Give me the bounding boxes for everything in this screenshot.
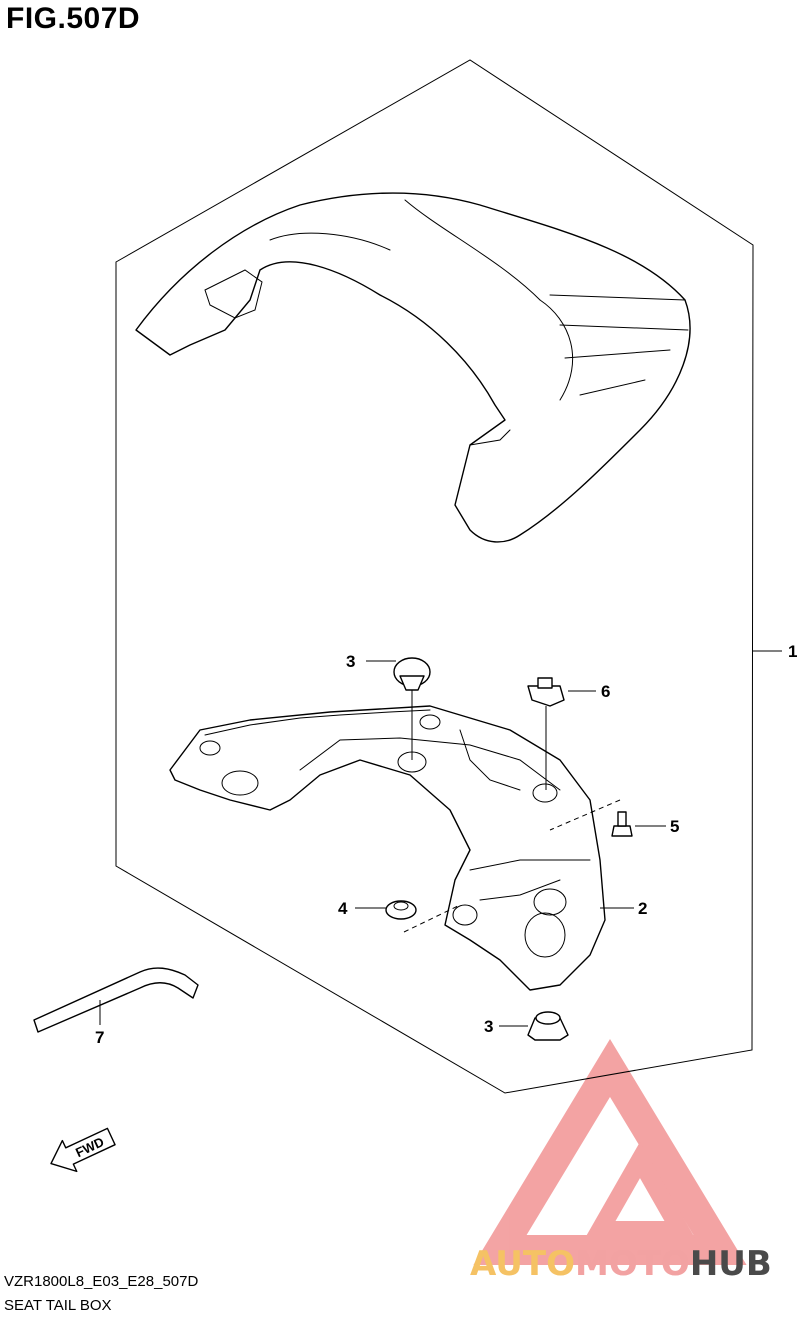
grommet-lower [527, 1011, 569, 1041]
callout-5: 5 [670, 817, 679, 836]
watermark-moto: MOTO [575, 1244, 690, 1284]
callout-3-lower: 3 [484, 1017, 493, 1036]
svg-text:AUTOMOTOHUB: AUTOMOTOHUB [470, 1244, 772, 1284]
watermark-wordmark: AUTOMOTOHUB [470, 1244, 772, 1284]
cushion-part [385, 900, 417, 920]
callout-6: 6 [601, 682, 610, 701]
callout-7: 7 [95, 1028, 104, 1047]
grommet-upper [393, 657, 431, 691]
watermark-auto: AUTO [470, 1244, 575, 1284]
watermark-logo [473, 1039, 747, 1265]
callout-3-upper: 3 [346, 652, 355, 671]
watermark-hub: HUB [690, 1244, 772, 1284]
kit-boundary [115, 59, 754, 1094]
figure-title: FIG.507D [6, 2, 141, 35]
callout-1: 1 [788, 642, 797, 661]
clip-part [527, 677, 565, 707]
seat-cowl [135, 192, 691, 543]
callout-2: 2 [638, 899, 647, 918]
figure-name: SEAT TAIL BOX [4, 1297, 112, 1314]
callout-4: 4 [338, 899, 348, 918]
bolt-part [611, 811, 633, 837]
forward-arrow-icon: FWD [50, 1127, 116, 1173]
figure-code: VZR1800L8_E03_E28_507D [4, 1273, 199, 1290]
hex-key-tool [33, 967, 199, 1033]
seat-frame [169, 705, 606, 991]
